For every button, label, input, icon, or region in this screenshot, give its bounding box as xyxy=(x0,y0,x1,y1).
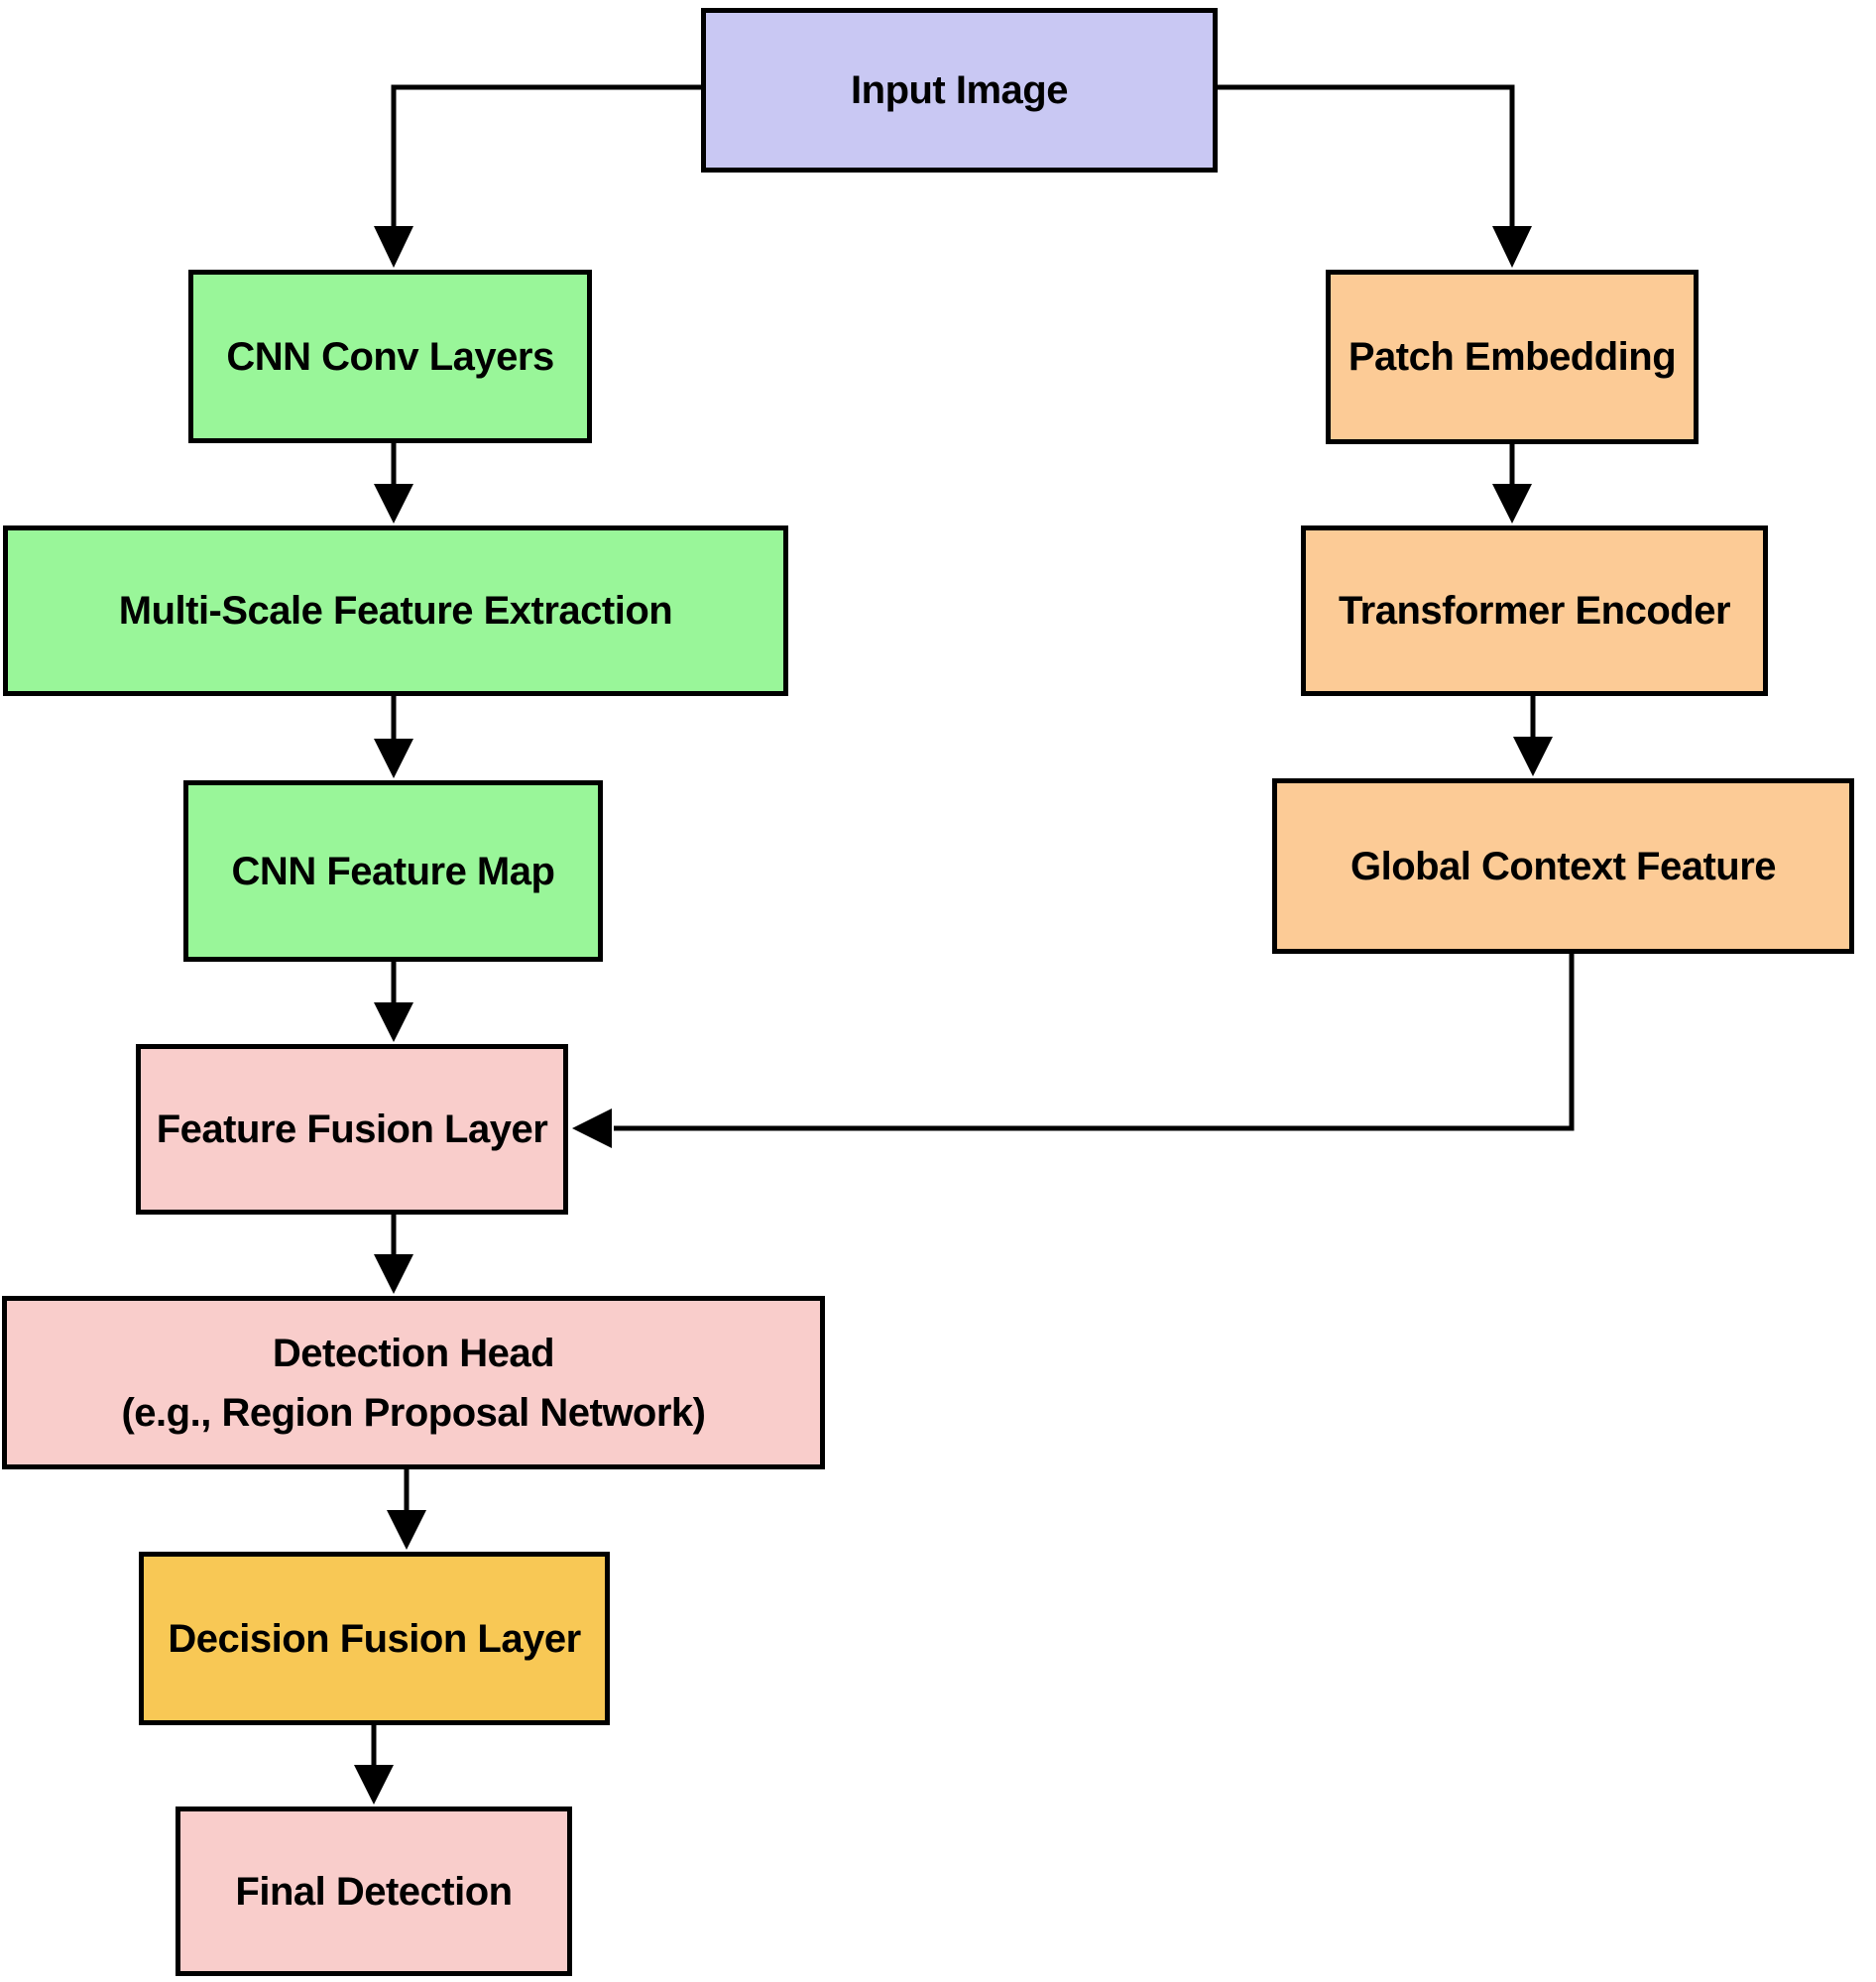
edge-patch-to-transformer xyxy=(1492,444,1532,524)
edge-global-context-to-fusion xyxy=(572,954,1575,1148)
node-label: CNN Conv Layers xyxy=(226,334,554,379)
node-label: Transformer Encoder xyxy=(1338,589,1731,633)
arrowhead-down-icon xyxy=(374,226,413,268)
node-feature-fusion-layer: Feature Fusion Layer xyxy=(136,1044,568,1215)
arrowhead-down-icon xyxy=(354,1765,394,1805)
node-multi-scale-feature-extraction: Multi-Scale Feature Extraction xyxy=(3,525,788,696)
edge-input-to-cnn-conv xyxy=(374,84,701,268)
node-decision-fusion-layer: Decision Fusion Layer xyxy=(139,1552,610,1725)
node-cnn-feature-map: CNN Feature Map xyxy=(183,780,603,962)
node-label: Input Image xyxy=(851,68,1068,112)
node-transformer-encoder: Transformer Encoder xyxy=(1301,525,1768,696)
node-final-detection: Final Detection xyxy=(176,1807,572,1976)
node-label: Decision Fusion Layer xyxy=(168,1616,581,1661)
node-sublabel: (e.g., Region Proposal Network) xyxy=(121,1390,706,1435)
arrowhead-down-icon xyxy=(1492,226,1532,268)
node-input-image: Input Image xyxy=(701,8,1218,173)
edge-input-to-patch-embedding xyxy=(1218,84,1532,268)
arrowhead-down-icon xyxy=(1513,737,1553,776)
node-label: Multi-Scale Feature Extraction xyxy=(118,589,673,633)
arrowhead-down-icon xyxy=(374,1002,413,1042)
edge-cnn-conv-to-multi-scale xyxy=(374,443,413,524)
arrowhead-left-icon xyxy=(572,1108,612,1148)
arrowhead-down-icon xyxy=(387,1510,426,1550)
edge-multi-scale-to-feature-map xyxy=(374,696,413,778)
edge-feature-map-to-fusion xyxy=(374,962,413,1042)
node-label: Detection Head xyxy=(272,1331,555,1375)
arrowhead-down-icon xyxy=(374,739,413,778)
node-cnn-conv-layers: CNN Conv Layers xyxy=(188,270,592,443)
node-label: Global Context Feature xyxy=(1349,844,1777,888)
edge-detection-head-to-decision-fusion xyxy=(387,1469,426,1550)
node-detection-head: Detection Head (e.g., Region Proposal Ne… xyxy=(2,1296,825,1469)
node-label: Feature Fusion Layer xyxy=(156,1108,548,1151)
arrowhead-down-icon xyxy=(374,484,413,524)
node-label: CNN Feature Map xyxy=(231,849,555,893)
arrowhead-down-icon xyxy=(374,1254,413,1294)
edge-fusion-to-detection-head xyxy=(374,1215,413,1294)
edge-transformer-to-global-context xyxy=(1513,696,1553,776)
node-label: Patch Embedding xyxy=(1348,335,1677,379)
arrowhead-down-icon xyxy=(1492,484,1532,524)
node-global-context-feature: Global Context Feature xyxy=(1272,778,1854,954)
node-label: Final Detection xyxy=(235,1869,513,1914)
node-patch-embedding: Patch Embedding xyxy=(1326,270,1699,444)
edge-decision-fusion-to-final xyxy=(354,1725,394,1805)
